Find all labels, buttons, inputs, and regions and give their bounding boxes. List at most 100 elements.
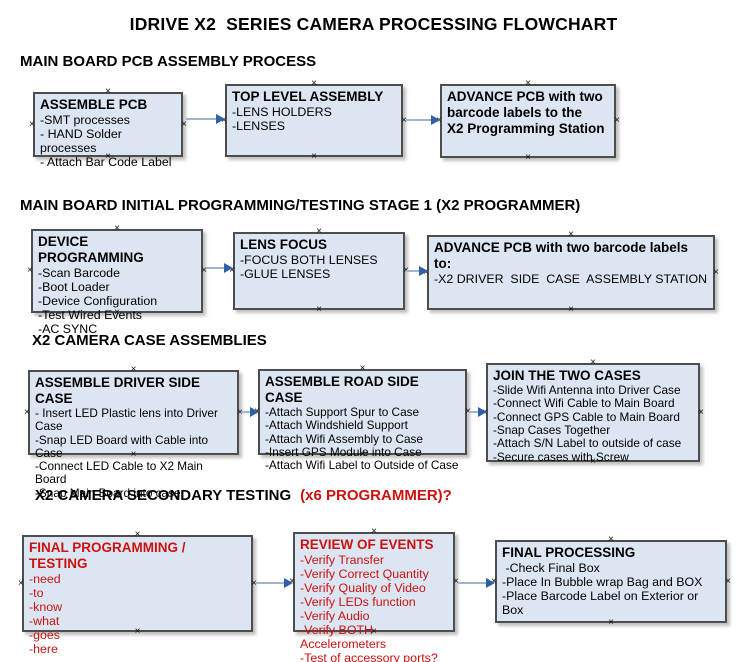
box-title: DEVICE PROGRAMMING [38,234,144,265]
box-line: -Place In Bubble wrap Bag and BOX [502,574,703,589]
flow-box-top-level-assembly: TOP LEVEL ASSEMBLY -LENS HOLDERS-LENSES … [221,79,407,162]
selection-handle-icon: × [568,229,574,240]
arrow-line [256,582,286,584]
box-line: -Verify BOTH Accelerometers [300,623,387,652]
box-line: - Insert LED Plastic lens into Driver Ca… [35,405,222,434]
selection-handle-icon: × [725,575,731,587]
arrow-head-icon [486,578,495,588]
box-title: ADVANCE PCB with two barcode labels to t… [447,89,605,136]
flow-box-advance-pcb-programming-station: ADVANCE PCB with two barcode labels to t… [436,79,620,163]
flow-arrow-3 [205,262,233,274]
box-title: LENS FOCUS [240,237,328,252]
box-line: -Connect Wifi Cable to Main Board [493,396,675,411]
box-line: -Attach Support Spur to Case [265,404,420,419]
section-heading-case-assemblies: X2 CAMERA CASE ASSEMBLIES [32,332,267,349]
box-line: -AC SYNC [38,321,98,336]
selection-handle-icon: × [311,151,317,162]
selection-handle-icon: × [525,152,531,163]
box-line: -Secure cases with Screw [493,449,629,464]
box-line: -LENSES [232,118,286,133]
box-line: -Insert GPS Module into Case [265,444,422,459]
box-line: -Boot Loader [38,279,110,294]
box-line: -Verify LEDs function [300,594,416,609]
selection-handle-icon: × [27,265,33,276]
selection-handle-icon: × [29,118,35,130]
box-line: -Test of accessory ports? [300,651,438,662]
box-line: -Verify Quality of Video [300,580,426,595]
flow-box-final-programming-testing: FINAL PROGRAMMING / TESTING -need-to-kno… [18,530,257,656]
selection-handle-icon: × [608,534,614,545]
box-line: -goes [29,627,60,642]
flow-box-assemble-pcb: ASSEMBLE PCB -SMT processes- HAND Solder… [29,87,187,169]
flow-box-lens-focus: LENS FOCUS -FOCUS BOTH LENSES-GLUE LENSE… [229,227,409,315]
flow-box-assemble-driver-side-case: ASSEMBLE DRIVER SIDE CASE - Insert LED P… [24,365,243,500]
flow-arrow-4 [405,265,428,277]
box-lines: - Insert LED Plastic lens into Driver Ca… [35,405,232,500]
section-heading-secondary-testing: X2 CAMERA SECONDARY TESTING (x6 PROGRAMME… [35,487,452,504]
box-lines: -SMT processes- HAND Solder processes- A… [40,113,176,169]
box-line: -Scan Barcode [38,265,120,280]
section-heading-red-part: (x6 PROGRAMMER)? [300,487,452,504]
flow-box-final-processing: FINAL PROCESSING -Check Final Box-Place … [491,535,731,628]
box-line: -Connect GPS Cable to Main Board [493,409,680,424]
selection-handle-icon: × [311,78,317,89]
section-heading-black-part: X2 CAMERA SECONDARY TESTING [35,487,292,504]
selection-handle-icon: × [134,529,141,540]
selection-handle-icon: × [568,304,574,315]
box-line: -X2 DRIVER SIDE CASE ASSEMBLY STATION [434,271,708,286]
box-line: -LENS HOLDERS [232,104,332,119]
box-line: -Attach Wifi Label to Outside of Case [265,458,459,473]
box-line: -here [29,641,58,656]
box-line: -Snap Main Board into case [35,485,181,500]
box-title: TOP LEVEL ASSEMBLY [232,89,384,104]
selection-handle-icon: × [316,304,322,315]
page-title: IDRIVE X2 SERIES CAMERA PROCESSING FLOWC… [129,14,618,34]
box-title: ASSEMBLE PCB [40,97,148,112]
box-line: - Attach Bar Code Label [40,154,172,169]
box-line: - HAND Solder processes [40,126,126,155]
box-lines: -Slide Wifi Antenna into Driver Case-Con… [493,383,693,464]
box-lines: -Verify Transfer-Verify Correct Quantity… [300,553,448,662]
section-heading-pcb-assembly: MAIN BOARD PCB ASSEMBLY PROCESS [20,53,317,70]
selection-handle-icon: × [18,577,24,589]
flow-box-review-of-events: REVIEW OF EVENTS -Verify Transfer-Verify… [289,527,459,662]
arrow-line [206,267,226,269]
arrow-head-icon [216,114,225,124]
section-heading-initial-programming: MAIN BOARD INITIAL PROGRAMMING/TESTING S… [20,197,581,214]
arrow-line [469,411,480,413]
box-line: -Device Configuration [38,293,158,308]
box-line: -GLUE LENSES [240,266,331,281]
box-title: REVIEW OF EVENTS [300,537,434,552]
box-line: -Verify Audio [300,608,370,623]
box-line: -Connect LED Cable to X2 Main Board [35,459,207,487]
arrow-line [186,118,218,120]
box-line: -Attach Windshield Support [265,418,408,433]
box-line: -Place Barcode Label on Exterior or Box [502,588,702,617]
flow-box-advance-pcb-driver-side: ADVANCE PCB with two barcode labels to: … [423,230,719,315]
box-lines: -LENS HOLDERS-LENSES [232,105,396,133]
box-lines: -FOCUS BOTH LENSES-GLUE LENSES [240,253,398,281]
selection-handle-icon: × [371,526,377,537]
selection-handle-icon: × [608,617,614,628]
box-title: ASSEMBLE DRIVER SIDE CASE [35,375,201,406]
arrow-head-icon [431,115,440,125]
arrow-line [241,411,252,413]
box-lines: -Scan Barcode-Boot Loader-Device Configu… [38,266,196,336]
arrow-head-icon [284,578,293,588]
box-lines: -X2 DRIVER SIDE CASE ASSEMBLY STATION [434,272,708,286]
selection-handle-icon: × [698,406,704,418]
box-line: -know [29,599,63,614]
box-line: -Test Wired Events [38,307,142,322]
box-line: -to [29,585,44,600]
flow-arrow-6 [468,406,487,418]
arrow-line [406,270,421,272]
selection-handle-icon: × [614,115,620,126]
box-line: -need [29,571,61,586]
selection-handle-icon: × [130,364,137,375]
box-line: -Check Final Box [502,560,600,575]
box-line: -Verify Correct Quantity [300,566,429,581]
selection-handle-icon: × [316,226,322,237]
flow-arrow-8 [457,577,495,589]
box-title: FINAL PROCESSING [502,545,636,560]
